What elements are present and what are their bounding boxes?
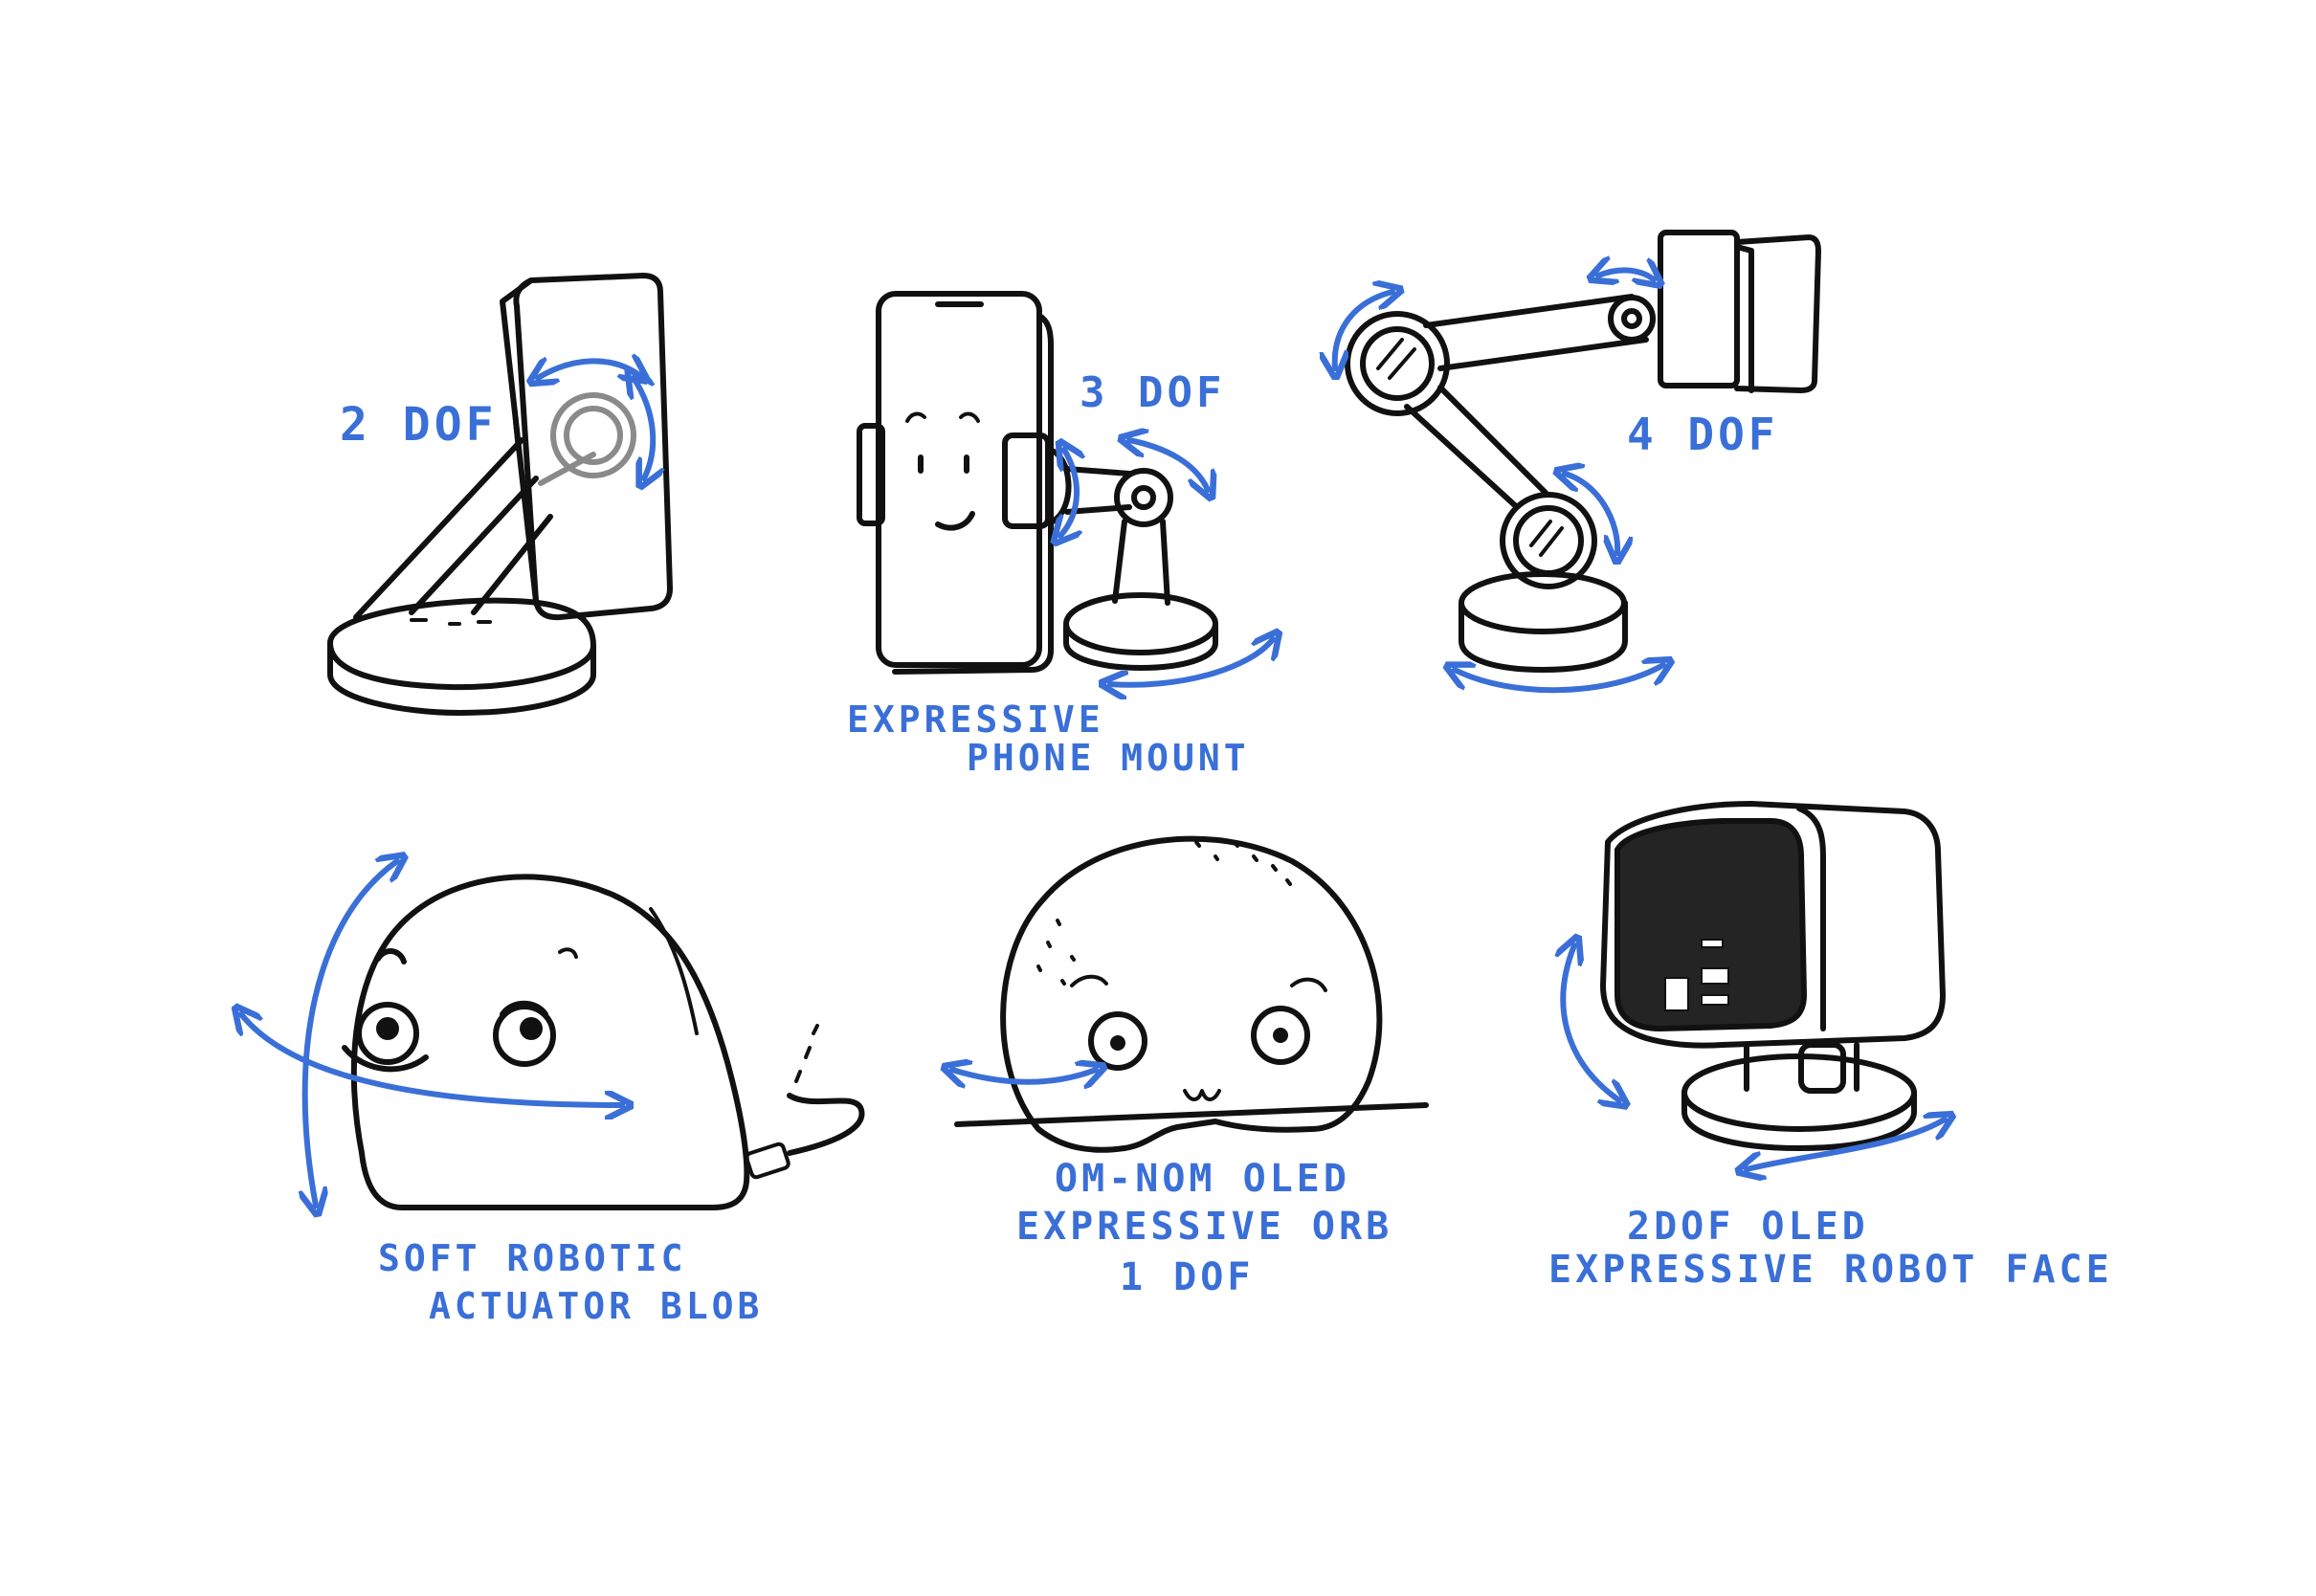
label-expressive-robot-face: EXPRESSIVE ROBOT FACE (1548, 1248, 2113, 1292)
label-4dof: 4 DOF (1627, 409, 1778, 460)
label-1dof: 1 DOF (1120, 1255, 1254, 1299)
flex-horizontal-arrow-icon (241, 1014, 622, 1105)
phone-stand-2dof-sketch (327, 273, 673, 716)
label-3dof: 3 DOF (1080, 368, 1225, 417)
label-2dof-oled: 2DOF OLED (1627, 1205, 1869, 1249)
base-pan-arrow-icon (1455, 665, 1663, 694)
label-om-nom-oled: OM-NOM OLED (1055, 1157, 1350, 1201)
expressive-phone-mount-sketch (857, 291, 1218, 675)
pan-arrow-icon (1110, 639, 1273, 685)
label-expressive-orb: EXPRESSIVE ORB (1016, 1205, 1392, 1249)
face-pan-arrow-icon (1747, 1119, 1945, 1169)
wrist-arrow-icon (1598, 270, 1654, 279)
oled-robot-face-sketch (1600, 801, 1946, 1151)
roll-arrow-icon (1060, 450, 1077, 536)
rotation-arrow-icon (538, 361, 639, 378)
soft-actuator-blob-sketch (342, 874, 865, 1210)
oled-screen (1615, 818, 1808, 1032)
label-2dof: 2 DOF (340, 398, 498, 452)
label-actuator-blob: ACTUATOR BLOB (429, 1285, 763, 1327)
flex-vertical-arrow-icon (305, 861, 397, 1206)
oled-orb-sketch (954, 835, 1429, 1153)
face-tilt-arrow-icon (1563, 945, 1619, 1100)
orb-rotate-arrow-icon (952, 1070, 1096, 1082)
tilt-arrow-icon (634, 378, 653, 478)
shoulder-arrow-icon (1335, 292, 1392, 368)
label-soft-robotic: SOFT ROBOTIC (378, 1237, 687, 1279)
pitch-arrow-icon (1129, 440, 1208, 490)
label-expressive: EXPRESSIVE (847, 698, 1104, 741)
elbow-arrow-icon (1565, 474, 1617, 553)
label-phone-mount: PHONE MOUNT (967, 737, 1250, 779)
